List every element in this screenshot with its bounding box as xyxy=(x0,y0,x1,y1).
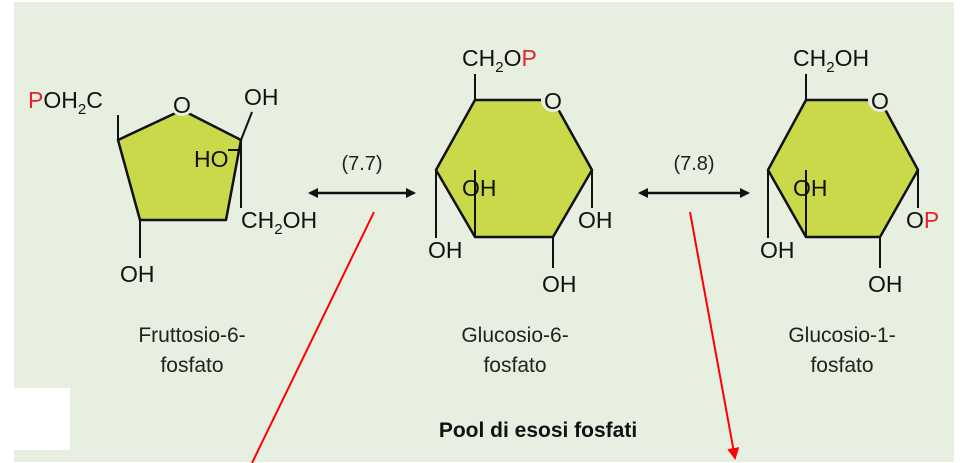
fructose-ch2oh-label: CH2OH xyxy=(241,207,317,238)
glucose6p-ring-o: O xyxy=(544,88,562,114)
fructose-caption-line1: Fruttosio-6- xyxy=(138,324,245,347)
blank-patch xyxy=(0,388,70,450)
reaction-label-7-7: (7.7) xyxy=(341,153,382,175)
fructose-6-phosphate-structure: O POH2C OH HO CH2OH OH xyxy=(28,84,317,287)
annotation-arrow-right xyxy=(689,211,740,460)
glucose6p-caption-line2: fosfato xyxy=(483,354,546,377)
glucose1p-ch2oh-label: CH2OH xyxy=(793,45,869,76)
glucose6p-oh-left: OH xyxy=(428,237,463,263)
glucose1p-ring-o: O xyxy=(871,88,889,114)
glucose-6-phosphate-structure: O CH2OP OH OH OH OH xyxy=(428,45,613,297)
fructose-caption-line2: fosfato xyxy=(160,354,223,377)
glucose6p-oh-inner: OH xyxy=(462,175,497,201)
glucose1p-ring xyxy=(766,98,920,239)
glucose6p-caption-line1: Glucosio-6- xyxy=(461,324,568,347)
annotation-arrow-left xyxy=(251,211,375,463)
glucose6p-ch2op-label: CH2OP xyxy=(462,45,537,76)
fructose-oh-bottom: OH xyxy=(120,261,155,287)
glucose6p-oh-bottom: OH xyxy=(542,271,577,297)
fructose-ring xyxy=(116,108,243,222)
glucose6p-oh-right: OH xyxy=(578,207,613,233)
fructose-poh2c-label: POH2C xyxy=(28,87,103,118)
pool-label: Pool di esosi fosfati xyxy=(439,419,637,442)
glucose-1-phosphate-structure: O CH2OH OH OP OH OH xyxy=(760,45,939,297)
glucose6p-ring xyxy=(434,98,594,239)
glucose1p-caption-line1: Glucosio-1- xyxy=(788,324,895,347)
glucose1p-oh-inner: OH xyxy=(793,175,828,201)
glucose1p-oh-left: OH xyxy=(760,237,795,263)
fructose-ring-o: O xyxy=(173,92,191,118)
fructose-ho-inner: HO xyxy=(194,146,229,172)
glucose1p-caption-line2: fosfato xyxy=(810,354,873,377)
fructose-oh-top: OH xyxy=(244,84,279,110)
glucose1p-oh-bottom: OH xyxy=(868,271,903,297)
glucose1p-op-label: OP xyxy=(906,207,939,233)
reaction-label-7-8: (7.8) xyxy=(673,153,714,175)
